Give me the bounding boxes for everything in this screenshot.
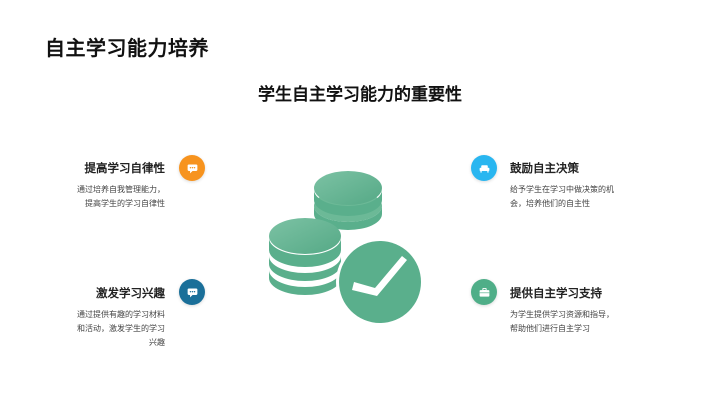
coins-check-icon [250,160,450,340]
briefcase-icon [471,279,497,305]
item-description: 给予学生在学习中做决策的机 会，培养他们的自主性 [510,183,680,211]
item-encourage-decision: 鼓励自主决策 给予学生在学习中做决策的机 会，培养他们的自主性 [510,160,680,211]
item-heading: 提供自主学习支持 [510,286,602,300]
chat-bubble-icon [179,155,205,181]
item-description: 为学生提供学习资源和指导， 帮助他们进行自主学习 [510,308,680,336]
desc-line: 兴趣 [149,338,165,347]
desc-line: 提高学生的学习自律性 [85,199,165,208]
item-heading: 激发学习兴趣 [96,286,165,300]
desc-line: 为学生提供学习资源和指导， [510,310,614,319]
sofa-icon [471,155,497,181]
item-stimulate-interest: 激发学习兴趣 通过提供有趣的学习材料 和活动，激发学生的学习 兴趣 [15,285,165,350]
item-description: 通过提供有趣的学习材料 和活动，激发学生的学习 兴趣 [15,308,165,350]
item-heading: 提高学习自律性 [84,161,166,175]
desc-line: 通过提供有趣的学习材料 [77,310,165,319]
item-heading: 鼓励自主决策 [510,161,579,175]
desc-line: 和活动，激发学生的学习 [77,324,165,333]
item-provide-support: 提供自主学习支持 为学生提供学习资源和指导， 帮助他们进行自主学习 [510,285,680,336]
desc-line: 通过培养自我管理能力， [77,185,165,194]
item-improve-self-discipline: 提高学习自律性 通过培养自我管理能力， 提高学生的学习自律性 [15,160,165,211]
desc-line: 会，培养他们的自主性 [510,199,590,208]
desc-line: 帮助他们进行自主学习 [510,324,590,333]
chat-bubble-icon [179,279,205,305]
item-description: 通过培养自我管理能力， 提高学生的学习自律性 [15,183,165,211]
section-title: 学生自主学习能力的重要性 [258,85,462,105]
desc-line: 给予学生在学习中做决策的机 [510,185,614,194]
slide-title: 自主学习能力培养 [45,36,209,60]
